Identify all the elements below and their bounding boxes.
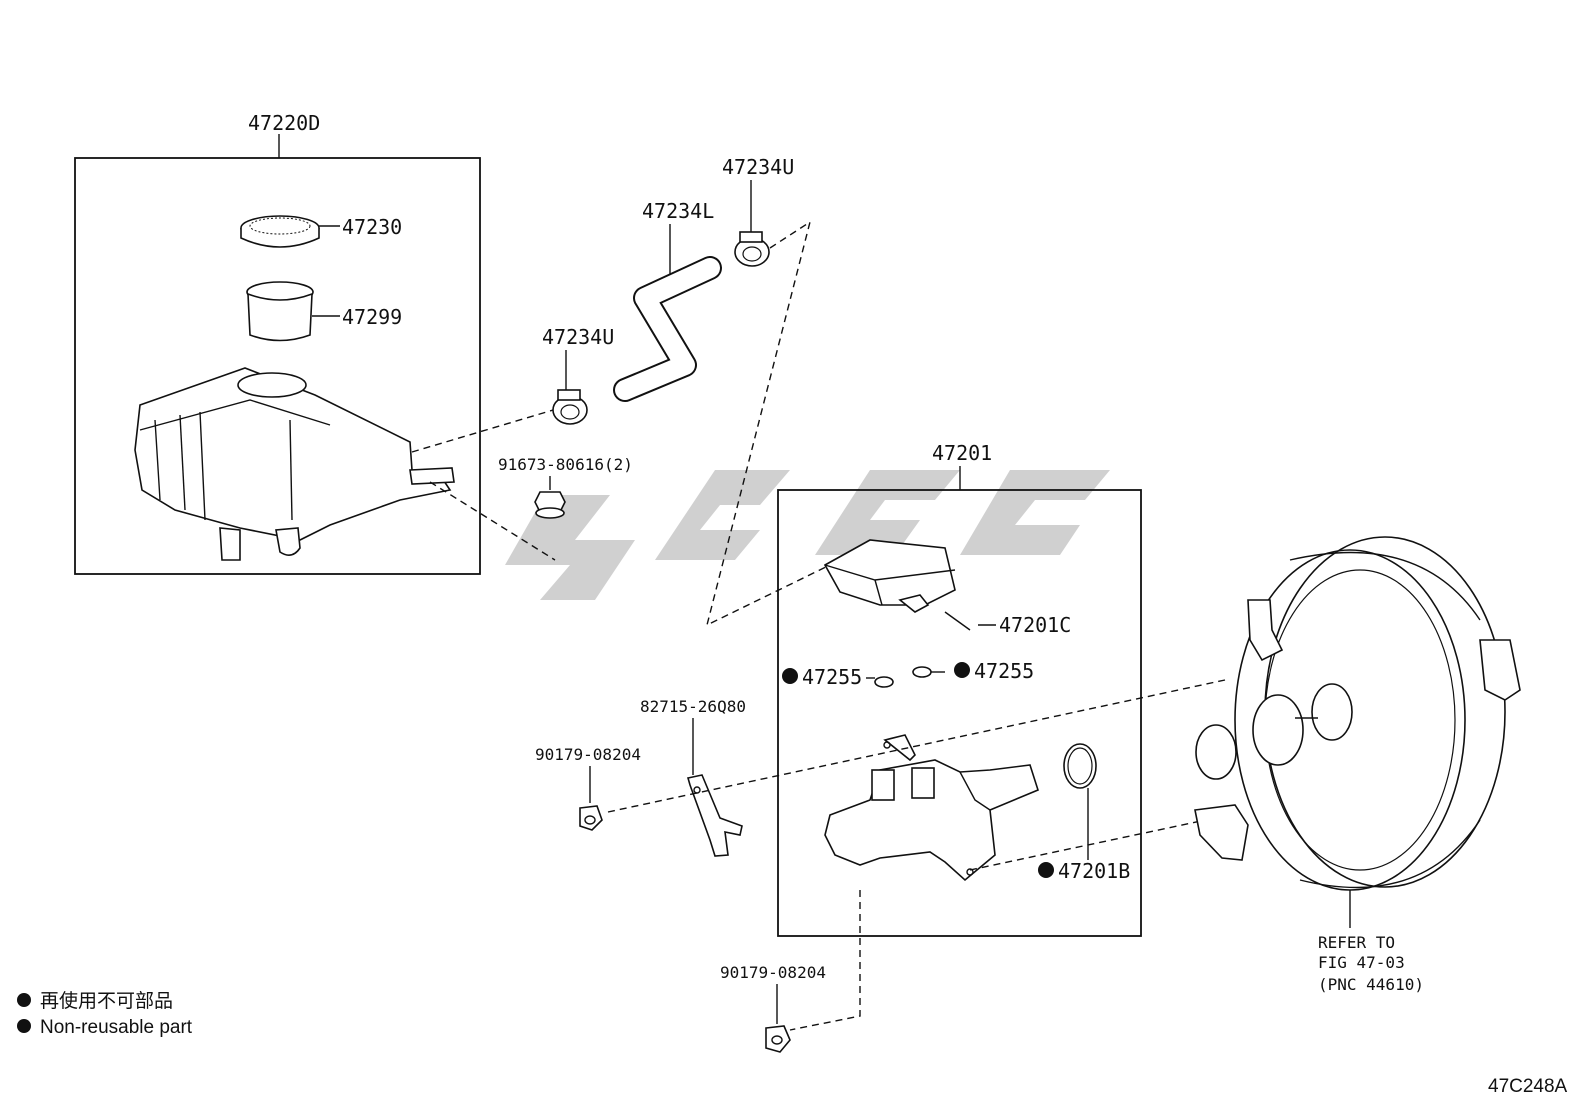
label-47230: 47230 [342, 215, 402, 239]
label-47220D: 47220D [248, 111, 320, 135]
label-91673-80616: 91673-80616(2) [498, 455, 633, 474]
legend-non-reusable-jp: 再使用不可部品 [40, 990, 173, 1012]
figure-code: 47C248A [1488, 1076, 1568, 1097]
reservoir-cap-part [240, 215, 320, 248]
flange-nut-bottom-part [765, 1025, 791, 1053]
flange-nut-left-part [579, 805, 603, 831]
o-ring-part [1063, 743, 1097, 789]
reservoir-tank-part [134, 367, 455, 561]
legend-non-reusable-en: Non-reusable part [40, 1017, 193, 1038]
label-47234U-lower: 47234U [542, 325, 614, 349]
label-90179-08204-bottom: 90179-08204 [720, 963, 826, 982]
label-47201: 47201 [932, 441, 992, 465]
label-47201C: 47201C [999, 613, 1071, 637]
bracket-part [686, 774, 743, 857]
booster-note-line3: (PNC 44610) [1318, 975, 1424, 994]
label-47234L: 47234L [642, 199, 714, 223]
reservoir-assy-box [74, 157, 481, 575]
brake-hose-part [613, 256, 722, 402]
master-cylinder-reservoir-part [823, 539, 956, 613]
legend: 再使用不可部品 Non-reusable part [17, 990, 193, 1038]
label-47299: 47299 [342, 305, 402, 329]
label-47234U-upper: 47234U [722, 155, 794, 179]
hose-clamp-upper-part [734, 231, 770, 267]
grommet-right-part [912, 666, 932, 678]
grommet-left-part [874, 676, 894, 688]
hose-clamp-lower-part [552, 389, 588, 425]
label-47255-left: 47255 [802, 665, 862, 689]
booster-note-line2: FIG 47-03 [1318, 953, 1405, 972]
flange-nut-reservoir-part [534, 491, 566, 519]
brake-booster-part [1194, 536, 1521, 891]
label-82715-26Q80: 82715-26Q80 [640, 697, 746, 716]
label-47201B: 47201B [1058, 859, 1130, 883]
label-47255-right: 47255 [974, 659, 1034, 683]
strainer-part [246, 281, 314, 342]
master-cylinder-assy-box [777, 489, 1142, 937]
label-90179-08204-left: 90179-08204 [535, 745, 641, 764]
watermark-logo [505, 470, 1110, 600]
master-cylinder-body-part [824, 734, 1039, 882]
booster-note-line1: REFER TO [1318, 933, 1395, 952]
